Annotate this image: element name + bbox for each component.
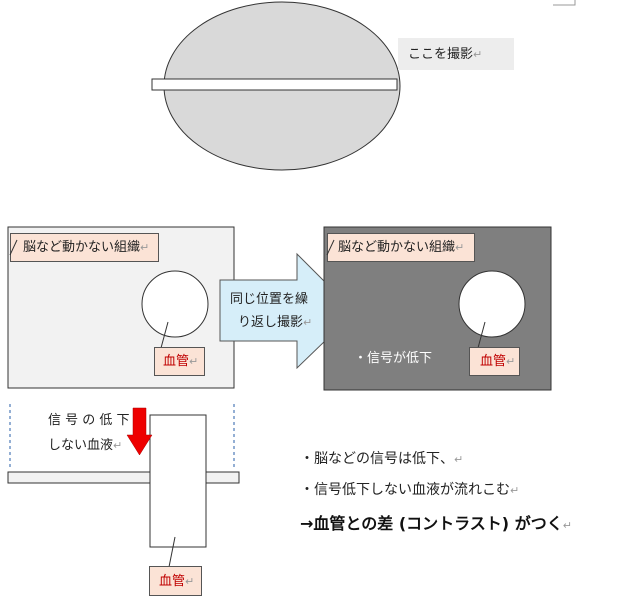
right-label-tick [325, 237, 337, 257]
scan-callout: ここを撮影↵ [408, 47, 483, 62]
right-signal-text: ・信号が低下 [354, 351, 433, 366]
bullet-1: ・脳などの信号は低下、↵ [300, 451, 464, 467]
arrow-text-line2: り返し撮影↵ [238, 315, 313, 330]
blood-text-line2: しない血液↵ [48, 438, 123, 453]
red-flow-arrow [126, 407, 153, 456]
left-vessel-label: 血管↵ [154, 347, 205, 376]
right-vessel-pointer [477, 321, 486, 349]
right-panel-label: 脳など動かない組織↵ [327, 233, 475, 262]
callout-box [398, 38, 514, 70]
bottom-vessel-label: 血管↵ [149, 566, 202, 596]
corner-mark [553, 0, 576, 6]
left-vessel-pointer [160, 321, 169, 349]
right-vessel-label: 血管↵ [469, 347, 520, 376]
conclusion: →血管との差 (コントラスト) がつく↵ [300, 514, 572, 533]
bottom-slice-bar [7, 471, 240, 484]
left-label-tick [8, 237, 20, 257]
left-panel-label: 脳など動かない組織↵ [10, 233, 159, 262]
scan-slice-bar [151, 78, 398, 91]
right-vessel-circle [458, 270, 526, 338]
vertical-vessel [149, 414, 207, 548]
bullet-2: ・信号低下しない血液が流れこむ↵ [300, 482, 520, 498]
arrow-text-line1: 同じ位置を繰 [230, 292, 309, 307]
blood-text-line1: 信 号 の 低 下 [48, 413, 130, 428]
bottom-vessel-pointer [168, 536, 176, 568]
left-vessel-circle [141, 270, 209, 338]
